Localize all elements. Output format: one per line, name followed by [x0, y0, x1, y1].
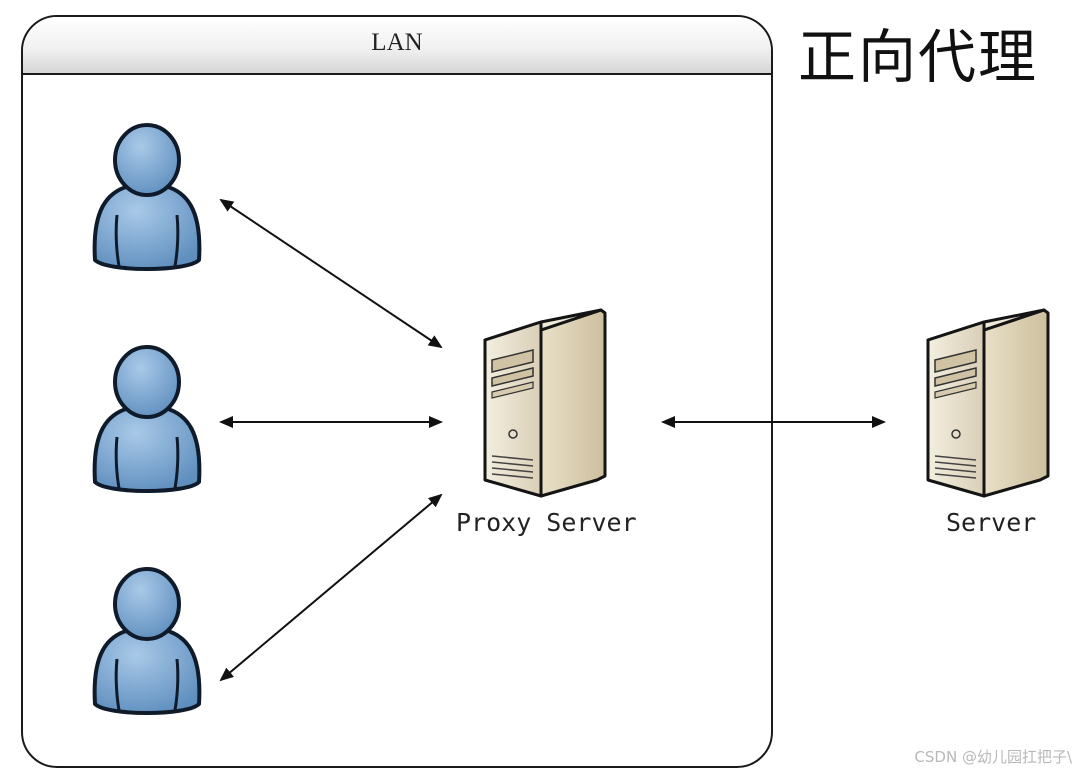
- watermark: CSDN @幼儿园扛把子\: [914, 748, 1072, 766]
- server-icon: [926, 308, 1050, 498]
- lan-header: LAN: [23, 17, 771, 75]
- page-title: 正向代理: [798, 23, 1039, 91]
- server-label: Server: [946, 508, 1037, 537]
- lan-label: LAN: [371, 29, 423, 56]
- connector-client-3-proxy: [219, 493, 443, 682]
- proxy-server-icon: [483, 308, 607, 498]
- proxy-server-label: Proxy Server: [456, 508, 637, 537]
- client-user-icon-3: [92, 567, 202, 715]
- client-user-icon-1: [92, 123, 202, 271]
- connector-client-1-proxy: [219, 198, 443, 349]
- client-user-icon-2: [92, 345, 202, 493]
